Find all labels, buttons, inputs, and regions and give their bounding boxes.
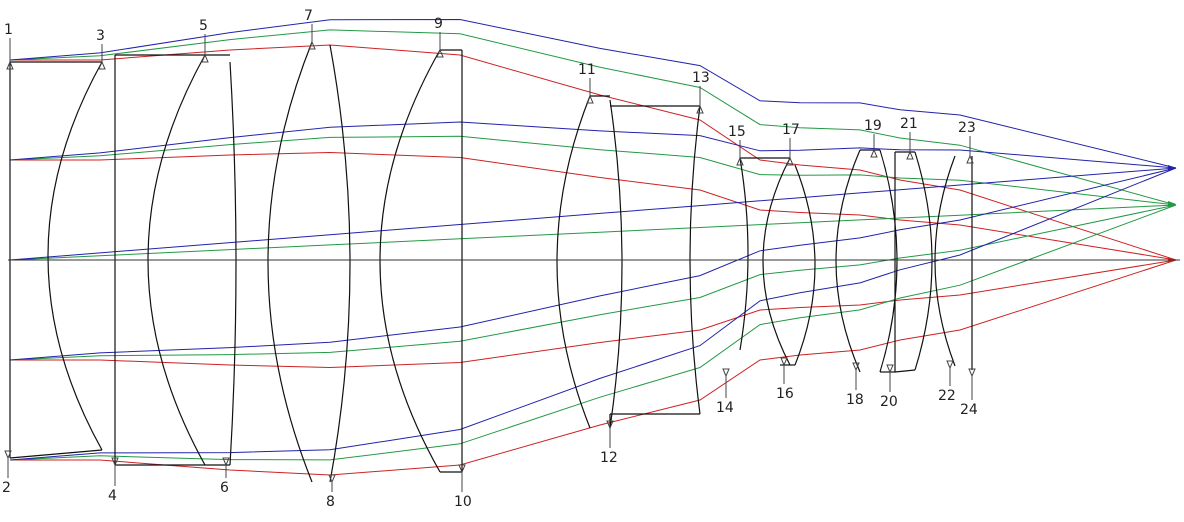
surface-label-6: 6 [220,480,229,496]
surface-label-11: 11 [578,62,596,78]
ray-path [9,204,1177,361]
lens-surface [329,44,351,483]
surface-label-24: 24 [960,402,978,418]
surface-label-16: 16 [776,386,794,402]
label-arrowhead [736,156,744,166]
lens-surface [267,41,313,483]
surface-label-22: 22 [938,388,956,404]
surface-label-15: 15 [728,124,746,140]
focal-point [1168,165,1176,171]
label-arrowhead [722,368,730,378]
surface-label-7: 7 [304,8,313,24]
label-arrowhead [852,362,860,372]
surface-label-20: 20 [880,394,898,410]
surface-label-4: 4 [108,488,117,504]
label-arrowhead [966,154,974,164]
rays-edge-field [9,18,1177,461]
label-arrowhead [6,60,14,70]
ray-path [9,204,1177,461]
label-arrowhead [458,464,466,474]
lens-elements [9,41,1176,483]
label-arrowhead [436,48,444,58]
surface-label-3: 3 [96,28,105,44]
surface-label-19: 19 [864,118,882,134]
ray-path [9,135,1177,206]
surface-label-14: 14 [716,400,734,416]
lens-edge [894,369,916,373]
lens-surface [934,155,956,367]
surface-label-2: 2 [2,480,11,496]
ray-path [10,44,1177,261]
surface-label-12: 12 [600,450,618,466]
surface-label-1: 1 [4,22,13,38]
label-arrowhead [968,368,976,378]
label-arrowhead [201,53,209,63]
surface-label-23: 23 [958,120,976,136]
label-arrowhead [786,156,794,166]
lens-surface [914,151,933,371]
ray-path [9,167,1177,361]
lens-surface [609,99,623,429]
label-arrowhead [606,420,614,430]
label-arrowhead [886,364,894,374]
lens-surface [835,149,861,373]
lens-surface [879,149,898,373]
lens-surface [794,164,816,366]
label-arrowhead [98,60,106,70]
surface-label-9: 9 [434,16,443,32]
label-arrowhead [222,457,230,467]
label-arrowhead [696,104,704,114]
surface-label-5: 5 [199,18,208,34]
label-arrowhead [780,357,788,367]
surface-label-21: 21 [900,116,918,132]
label-arrowhead [4,450,12,460]
ray-path [9,18,1177,169]
ray-path [9,167,1177,261]
ray-path [10,151,1177,261]
ray-path [10,259,1177,369]
label-arrowhead [586,94,594,104]
surface-label-10: 10 [454,494,472,510]
label-arrowhead [946,360,954,370]
label-arrowhead [906,150,914,160]
ray-path [10,259,1177,476]
ray-path [9,121,1177,169]
surface-label-18: 18 [846,392,864,408]
lens-surface [762,157,791,366]
label-arrowhead [308,40,316,50]
label-arrowhead [870,148,878,158]
lens-surface [229,61,237,466]
lens-edge [9,449,103,459]
lens-surface [739,157,749,351]
surface-label-13: 13 [692,70,710,86]
surface-label-17: 17 [782,122,800,138]
ray-path [9,29,1177,206]
ray-path [9,204,1177,261]
surface-label-8: 8 [326,494,335,510]
lens-surface [556,95,591,429]
ray-path [9,167,1177,461]
lens-surface [47,61,103,451]
focal-point [1168,201,1176,207]
label-arrowhead [111,457,119,467]
lens-surface [379,49,441,473]
label-arrowhead [328,474,336,484]
